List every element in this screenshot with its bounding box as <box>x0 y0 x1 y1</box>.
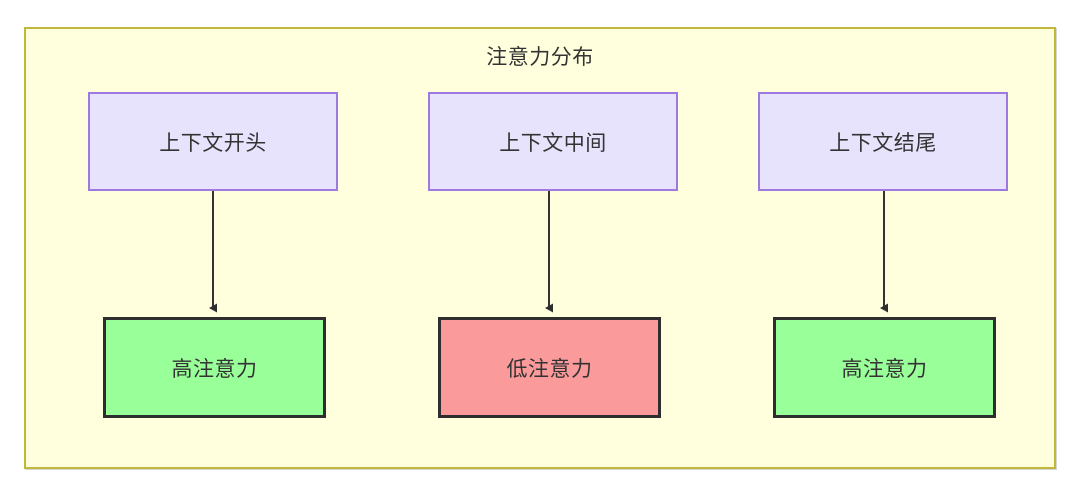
node-attention-start[interactable]: 高注意力 <box>103 317 326 418</box>
node-label: 上下文中间 <box>499 131 607 155</box>
node-label: 高注意力 <box>841 357 928 381</box>
node-label: 上下文开头 <box>159 131 267 155</box>
node-context-middle[interactable]: 上下文中间 <box>428 92 678 191</box>
node-context-start[interactable]: 上下文开头 <box>88 92 338 191</box>
node-label: 高注意力 <box>171 357 258 381</box>
node-context-end[interactable]: 上下文结尾 <box>758 92 1008 191</box>
node-attention-end[interactable]: 高注意力 <box>773 317 996 418</box>
node-label: 低注意力 <box>506 357 593 381</box>
node-attention-middle[interactable]: 低注意力 <box>438 317 661 418</box>
subgraph-title: 注意力分布 <box>486 46 594 69</box>
node-label: 上下文结尾 <box>829 131 937 155</box>
